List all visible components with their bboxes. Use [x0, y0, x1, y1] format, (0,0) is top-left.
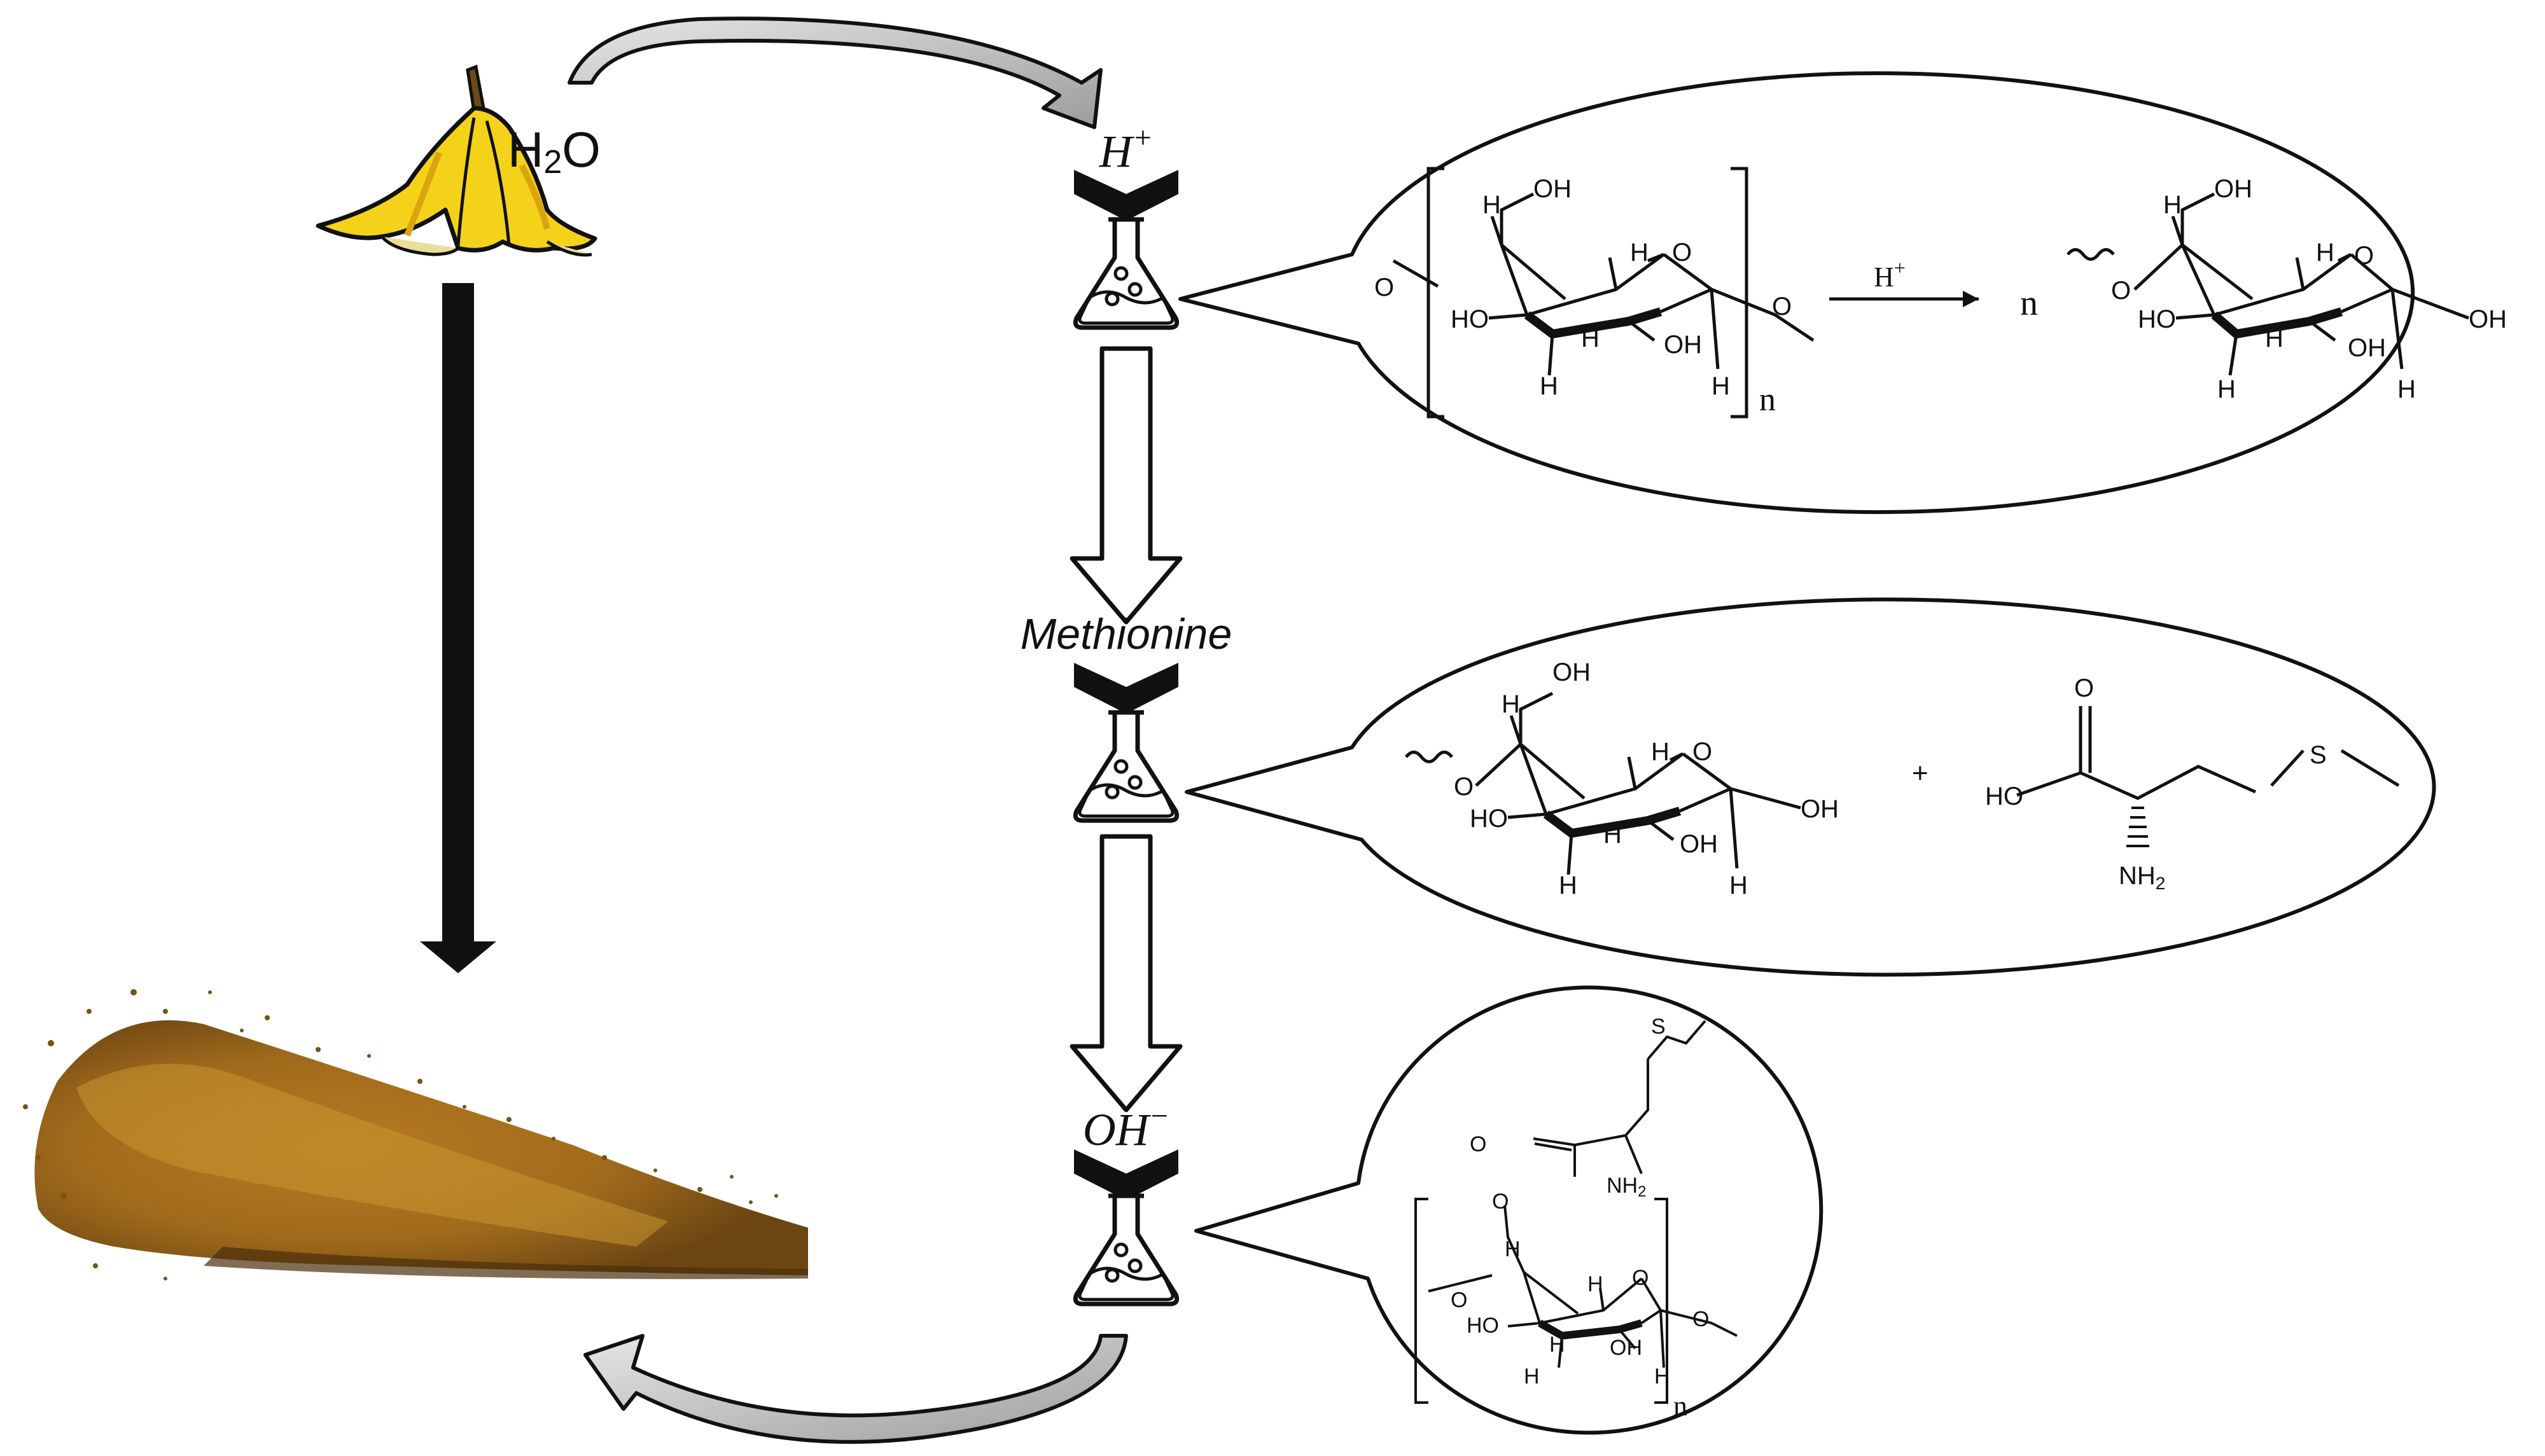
- label-h: H: [1482, 191, 1501, 219]
- label-o: O: [2111, 277, 2131, 305]
- label-h: H: [1729, 871, 1748, 899]
- down-arrow-1: [1072, 349, 1180, 622]
- label-h: H: [2217, 375, 2236, 403]
- label-h: H: [1581, 324, 1600, 352]
- label-h: H: [1524, 1364, 1540, 1389]
- label-nh2: NH2: [2119, 862, 2165, 893]
- label-o: O: [1454, 773, 1474, 801]
- label-o: O: [1470, 1132, 1486, 1156]
- down-arrow-2: [1072, 836, 1180, 1110]
- label-h: H: [2397, 375, 2416, 403]
- label-h: H: [2163, 191, 2182, 219]
- label-o: O: [2354, 242, 2374, 270]
- curved-arrow-top: [568, 17, 1103, 129]
- reaction-arrow-label: H+: [1874, 256, 1906, 293]
- label-o: O: [1692, 738, 1712, 766]
- label-o: O: [1692, 1307, 1709, 1331]
- label-s: S: [1651, 1015, 1666, 1039]
- base-label: OH−: [1083, 1099, 1169, 1155]
- label-h: H: [2316, 239, 2334, 267]
- erlenmeyer-flask-icon: [1075, 219, 1176, 328]
- label-nh2: NH2: [1607, 1174, 1646, 1200]
- black-down-arrow: [420, 283, 496, 973]
- label-oh: OH: [1533, 175, 1572, 203]
- label-oh: OH: [2469, 305, 2507, 333]
- chevron-icon: [1074, 663, 1178, 714]
- water-label: H2O: [508, 121, 601, 181]
- label-ho: HO: [1470, 805, 1508, 833]
- label-oh: OH: [2348, 334, 2386, 362]
- label-s: S: [2310, 741, 2327, 769]
- chevron-icon: [1074, 1149, 1178, 1200]
- label-o: O: [1672, 239, 1692, 267]
- label-h: H: [1587, 1272, 1603, 1296]
- label-ho: HO: [1467, 1314, 1499, 1338]
- label-oh: OH: [1680, 830, 1718, 858]
- label-h: H: [1712, 372, 1730, 400]
- acid-label: H+: [1099, 121, 1153, 177]
- label-n: n: [2020, 284, 2038, 323]
- label-o: O: [2074, 674, 2094, 702]
- label-oh: OH: [2214, 175, 2252, 203]
- chevron-icon: [1074, 170, 1178, 221]
- label-h: H: [1505, 1237, 1521, 1261]
- label-n: n: [1673, 1390, 1687, 1422]
- label-h: H: [1549, 1333, 1565, 1357]
- label-h: H: [1540, 372, 1558, 400]
- speech-bubble-hydrolysis: OH H H O O HO OH H H H O n H+ n: [1178, 71, 2507, 515]
- label-o: O: [1772, 293, 1792, 321]
- label-o: O: [1451, 1288, 1467, 1312]
- label-ho: HO: [1451, 305, 1489, 333]
- erlenmeyer-flask-icon: [1075, 712, 1176, 821]
- label-h: H: [1630, 239, 1649, 267]
- label-oh: OH: [1552, 658, 1591, 686]
- label-h: H: [1651, 738, 1670, 766]
- curved-arrow-bottom: [583, 1334, 1128, 1444]
- speech-bubble-product: S O NH2 O H H O O HO OH H H H O n: [1194, 985, 1823, 1435]
- label-ho: HO: [2138, 305, 2176, 333]
- label-o: O: [1632, 1266, 1649, 1290]
- label-o: O: [1492, 1189, 1509, 1214]
- label-oh: OH: [1801, 795, 1839, 823]
- label-h: H: [2265, 324, 2284, 352]
- label-h: H: [1603, 821, 1622, 849]
- label-h: H: [1502, 690, 1520, 718]
- label-o: O: [1374, 274, 1394, 302]
- label-h: H: [1559, 871, 1577, 899]
- label-h: H: [1654, 1364, 1670, 1389]
- label-oh: OH: [1610, 1336, 1642, 1360]
- label-ho: HO: [1985, 782, 2023, 810]
- plus-sign: +: [1912, 758, 1928, 789]
- label-n: n: [1759, 382, 1776, 418]
- powder-pile-icon: [23, 989, 808, 1280]
- speech-bubble-reactants: OH H H O O HO OH OH H H H + O HO S NH2: [1185, 597, 2436, 977]
- label-oh: OH: [1664, 331, 1702, 359]
- erlenmeyer-flask-icon: [1075, 1196, 1176, 1304]
- methionine-label: Methionine: [1021, 610, 1232, 658]
- banana-peel-icon: [316, 64, 597, 257]
